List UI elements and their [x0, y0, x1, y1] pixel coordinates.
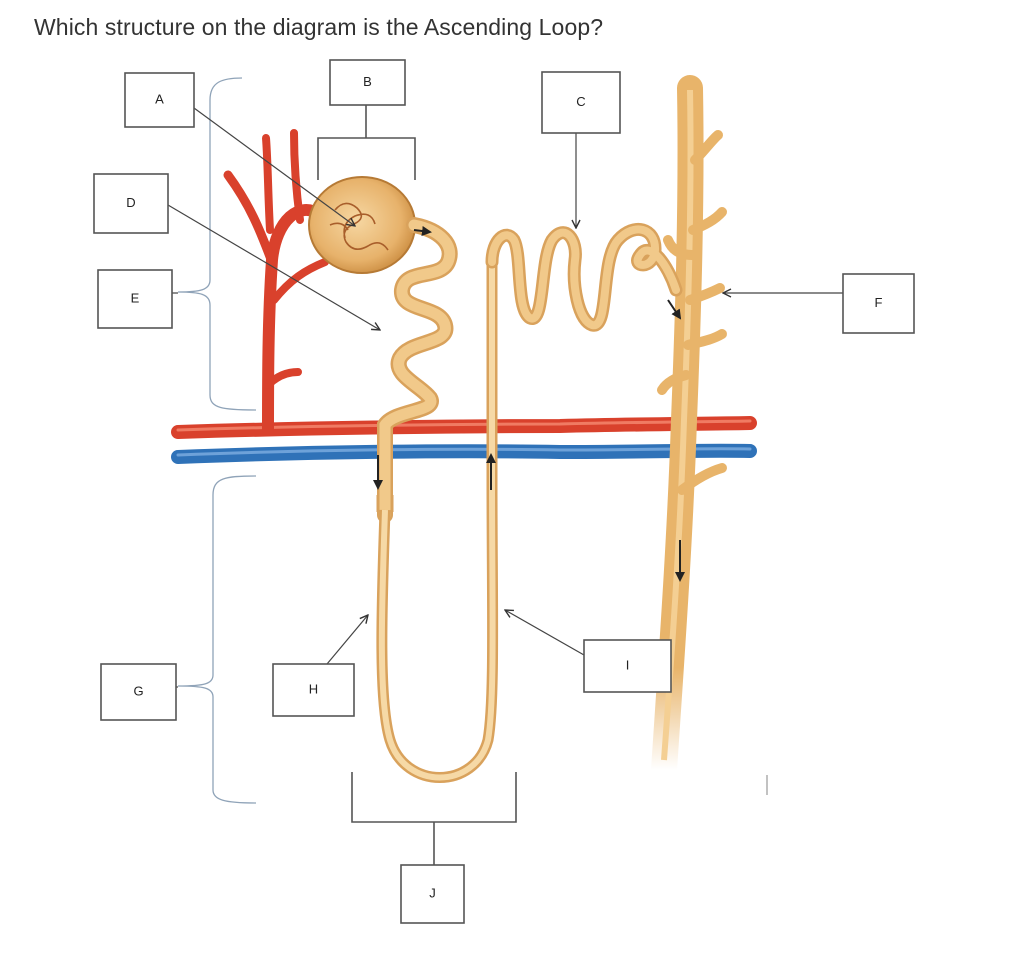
label-i-box[interactable]: I: [583, 639, 672, 693]
label-a-box[interactable]: A: [124, 72, 195, 128]
leader-i: [505, 610, 585, 656]
label-f-box[interactable]: F: [842, 273, 915, 334]
flow-arrows: [373, 226, 685, 582]
label-e-box[interactable]: E: [97, 269, 173, 329]
label-h: H: [309, 681, 318, 696]
leader-d: [167, 204, 380, 330]
b-bracket: [317, 105, 416, 180]
label-b: B: [363, 74, 372, 89]
label-g-box[interactable]: G: [100, 663, 177, 721]
glomerulus: [308, 176, 416, 274]
label-b-box[interactable]: B: [329, 59, 406, 106]
label-i: I: [626, 657, 630, 672]
medulla-bracket: [177, 475, 257, 804]
label-g: G: [133, 683, 143, 698]
question-text: Which structure on the diagram is the As…: [34, 14, 604, 40]
vein: [171, 443, 757, 464]
renal-tubule: [376, 217, 683, 783]
label-f: F: [875, 295, 883, 310]
label-d: D: [126, 195, 135, 210]
label-c-box[interactable]: C: [541, 71, 621, 134]
leader-h: [326, 615, 368, 665]
cortex-bracket: [177, 77, 257, 411]
j-bracket: [351, 772, 517, 865]
label-d-box[interactable]: D: [93, 173, 169, 234]
label-c: C: [576, 94, 585, 109]
label-j: J: [429, 885, 436, 900]
leader-a: [193, 107, 355, 226]
label-j-box[interactable]: J: [400, 864, 465, 924]
label-e: E: [131, 290, 140, 305]
label-a: A: [155, 91, 164, 106]
label-h-box[interactable]: H: [272, 663, 355, 717]
